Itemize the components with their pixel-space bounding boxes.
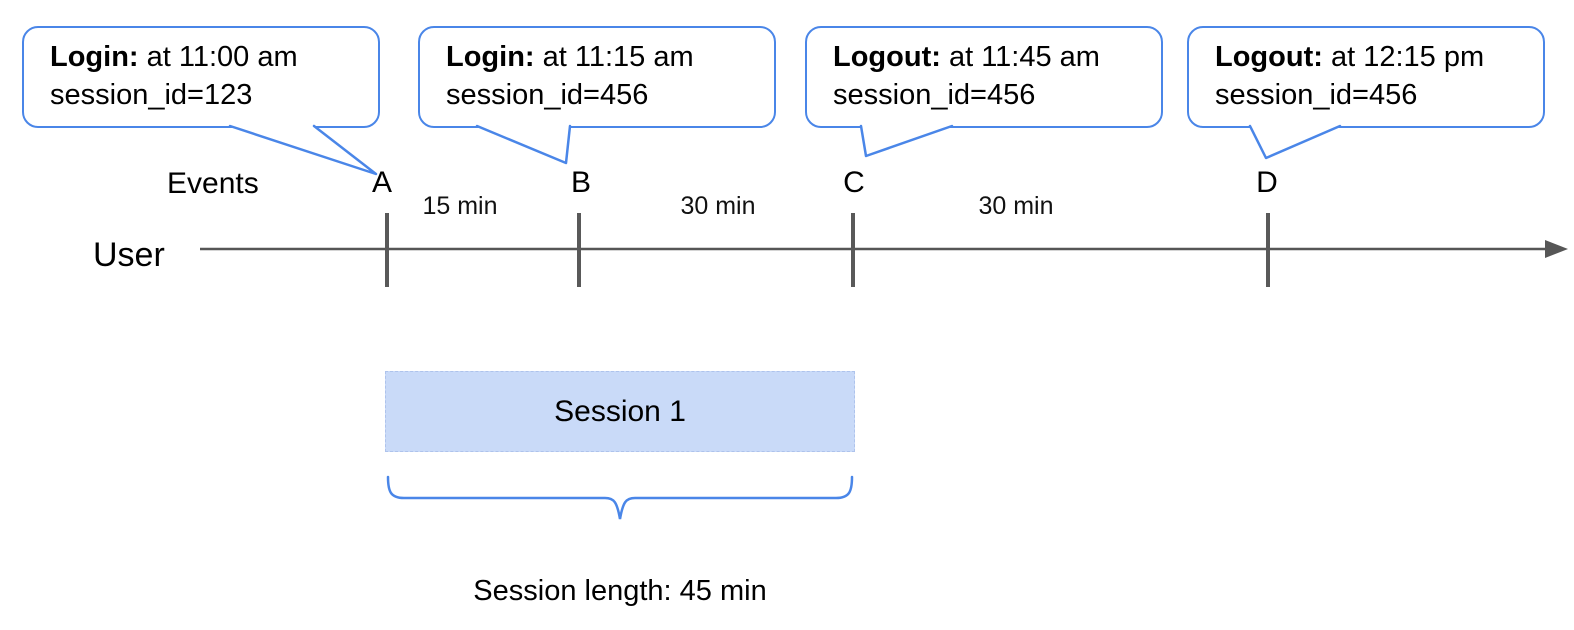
callout-logout-d: Logout: at 12:15 pm session_id=456	[1187, 26, 1545, 128]
callout-line1: Login: at 11:00 am	[50, 38, 360, 76]
session-1-box: Session 1	[385, 371, 855, 452]
callout-line1: Logout: at 12:15 pm	[1215, 38, 1525, 76]
callout-line1: Logout: at 11:45 am	[833, 38, 1143, 76]
callout-login-b: Login: at 11:15 am session_id=456	[418, 26, 776, 128]
callout-tail-c	[859, 124, 954, 158]
callout-line2: session_id=456	[446, 79, 649, 111]
session-length-label: Session length: 45 min	[473, 575, 767, 607]
user-row-label: User	[93, 236, 165, 274]
event-type-label: Logout:	[833, 41, 941, 73]
interval-b-c-label: 30 min	[680, 192, 756, 220]
callout-line2: session_id=456	[1215, 79, 1418, 111]
callout-line2: session_id=456	[833, 79, 1036, 111]
event-marker-c: C	[843, 166, 865, 199]
event-type-label: Login:	[50, 41, 139, 73]
event-marker-b: B	[570, 166, 591, 199]
interval-c-d-label: 30 min	[978, 192, 1054, 220]
event-time-label: at 12:15 pm	[1322, 41, 1485, 73]
event-time-label: at 11:45 am	[940, 41, 1100, 73]
callout-tail-b	[475, 124, 572, 165]
callout-line1: Login: at 11:15 am	[446, 38, 756, 76]
event-type-label: Logout:	[1215, 41, 1323, 73]
callout-line2: session_id=123	[50, 79, 253, 111]
event-marker-a: A	[371, 166, 392, 199]
timeline-arrowhead-icon	[1545, 240, 1568, 258]
callout-login-a: Login: at 11:00 am session_id=123	[22, 26, 380, 128]
events-row-label: Events	[167, 167, 259, 200]
event-time-label: at 11:15 am	[534, 41, 694, 73]
interval-a-b-label: 15 min	[422, 192, 498, 220]
event-type-label: Login:	[446, 41, 535, 73]
callout-logout-c: Logout: at 11:45 am session_id=456	[805, 26, 1163, 128]
event-time-label: at 11:00 am	[138, 41, 298, 73]
callout-tail-d	[1248, 124, 1342, 160]
session-length-brace	[386, 475, 854, 520]
event-marker-d: D	[1256, 166, 1278, 199]
